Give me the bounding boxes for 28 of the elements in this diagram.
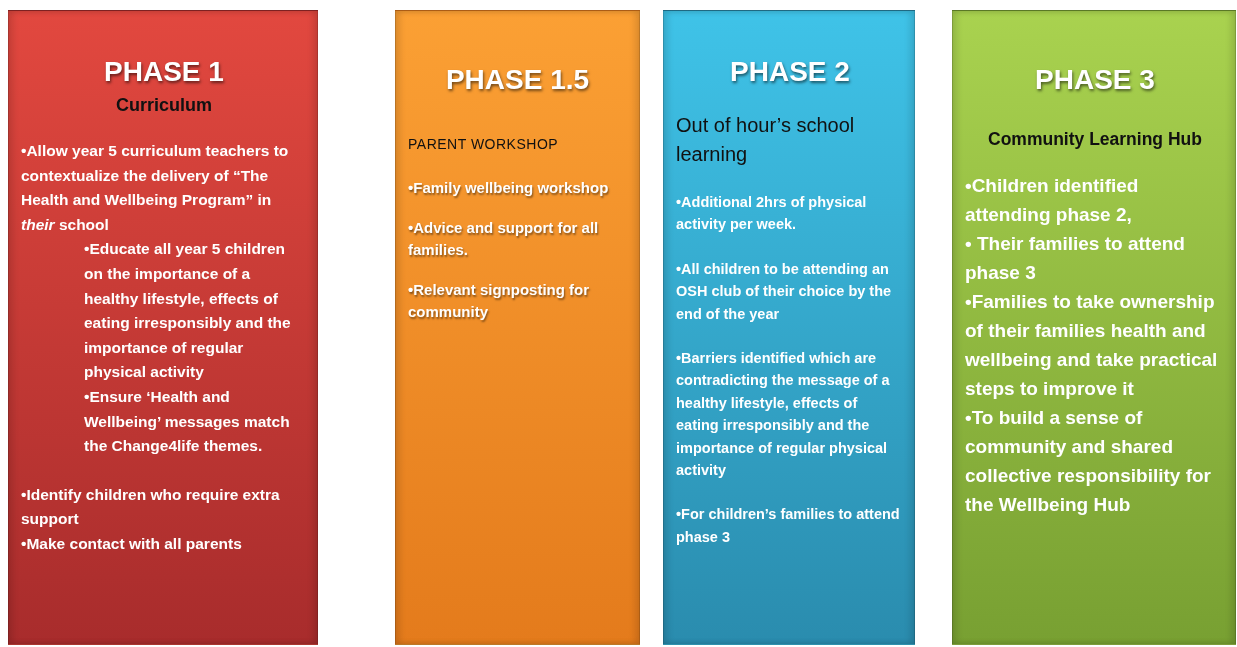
bullet-point: •Make contact with all parents bbox=[21, 533, 243, 554]
phase-column bbox=[395, 10, 640, 645]
bullet-point: •All children to be attending an OSH club of their choice by the end of the year bbox=[676, 259, 893, 324]
bullet-point: •Allow year 5 curriculum teachers to contextualize the delivery of “The Health and Wellbeing Program” in their school bbox=[21, 141, 290, 235]
bullet-point: •Families to take ownership of their families health and wellbeing and take practical steps to improve it bbox=[965, 290, 1219, 401]
bullet-point: • Their families to attend phase 3 bbox=[965, 232, 1186, 285]
phase-heading: PHASE 3 bbox=[1034, 63, 1156, 97]
bullet-point: •Educate all year 5 children on the importance of a healthy lifestyle, effects of eating irresponsibly and the importance of regular physical activity bbox=[84, 239, 292, 383]
bullet-point: •Family wellbeing workshop bbox=[408, 178, 610, 198]
phase-subtitle: Community Learning Hub bbox=[987, 128, 1203, 151]
bullet-point: •Additional 2hrs of physical activity per week. bbox=[676, 193, 868, 235]
phase-heading: PHASE 1.5 bbox=[444, 63, 591, 97]
bullet-point: •Advice and support for all families. bbox=[408, 218, 600, 260]
bullet-point: •Identify children who require extra support bbox=[21, 484, 281, 530]
phase-subtitle: Curriculum bbox=[115, 94, 213, 117]
phase-column bbox=[952, 10, 1236, 645]
phase-column bbox=[8, 10, 318, 645]
bullet-point: •Relevant signposting for community bbox=[408, 280, 591, 322]
phase-subtitle: Out of hour’s school learning bbox=[676, 113, 856, 167]
phase-heading: PHASE 2 bbox=[729, 55, 851, 89]
bullet-point: •For children’s families to attend phase 3 bbox=[676, 505, 901, 547]
bullet-point: •Barriers identified which are contradicting the message of a healthy lifestyle, effects of eating irresponsibly and the importance of regular physical activity bbox=[676, 349, 891, 481]
bullet-point: •Children identified attending phase 2, bbox=[965, 174, 1140, 227]
bullet-point: •To build a sense of community and shared collective responsibility for the Wellbeing Hub bbox=[965, 406, 1213, 517]
phase-column bbox=[663, 10, 915, 645]
bullet-point: •Ensure ‘Health and Wellbeing’ messages match the Change4life themes. bbox=[84, 386, 291, 457]
phase-heading: PHASE 1 bbox=[103, 55, 225, 89]
phase-subtitle: PARENT WORKSHOP bbox=[408, 135, 560, 153]
